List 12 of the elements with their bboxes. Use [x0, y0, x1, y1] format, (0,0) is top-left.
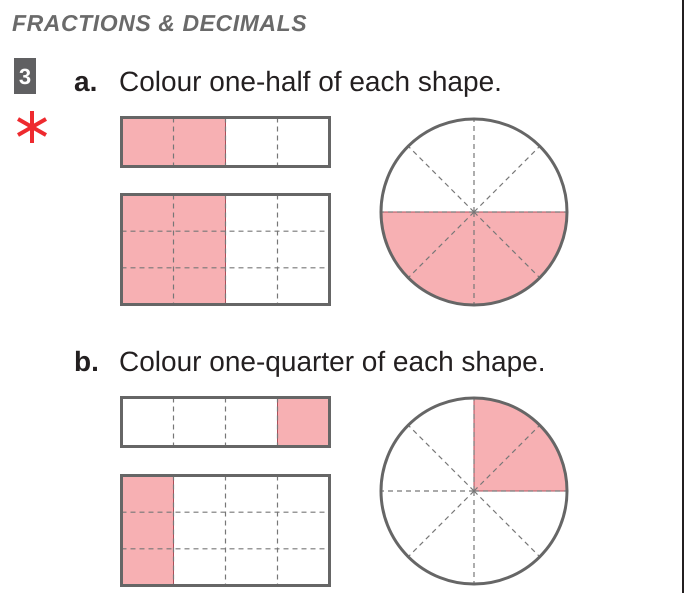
fraction-grid-drawing [120, 474, 331, 587]
part-letter: b. [74, 345, 99, 379]
part-letter: a. [74, 65, 98, 99]
instruction-text: Colour one-half of each shape. [119, 65, 502, 99]
fraction-circle-drawing [379, 396, 569, 586]
question-number: 3 [14, 58, 36, 94]
fraction-bar-drawing [120, 396, 331, 448]
fraction-grid-drawing [120, 193, 331, 306]
fraction-bar-drawing [120, 116, 331, 168]
section-title: FRACTIONS & DECIMALS [12, 9, 308, 38]
fraction-circle-drawing [379, 117, 569, 307]
instruction-text: Colour one-quarter of each shape. [119, 345, 546, 379]
